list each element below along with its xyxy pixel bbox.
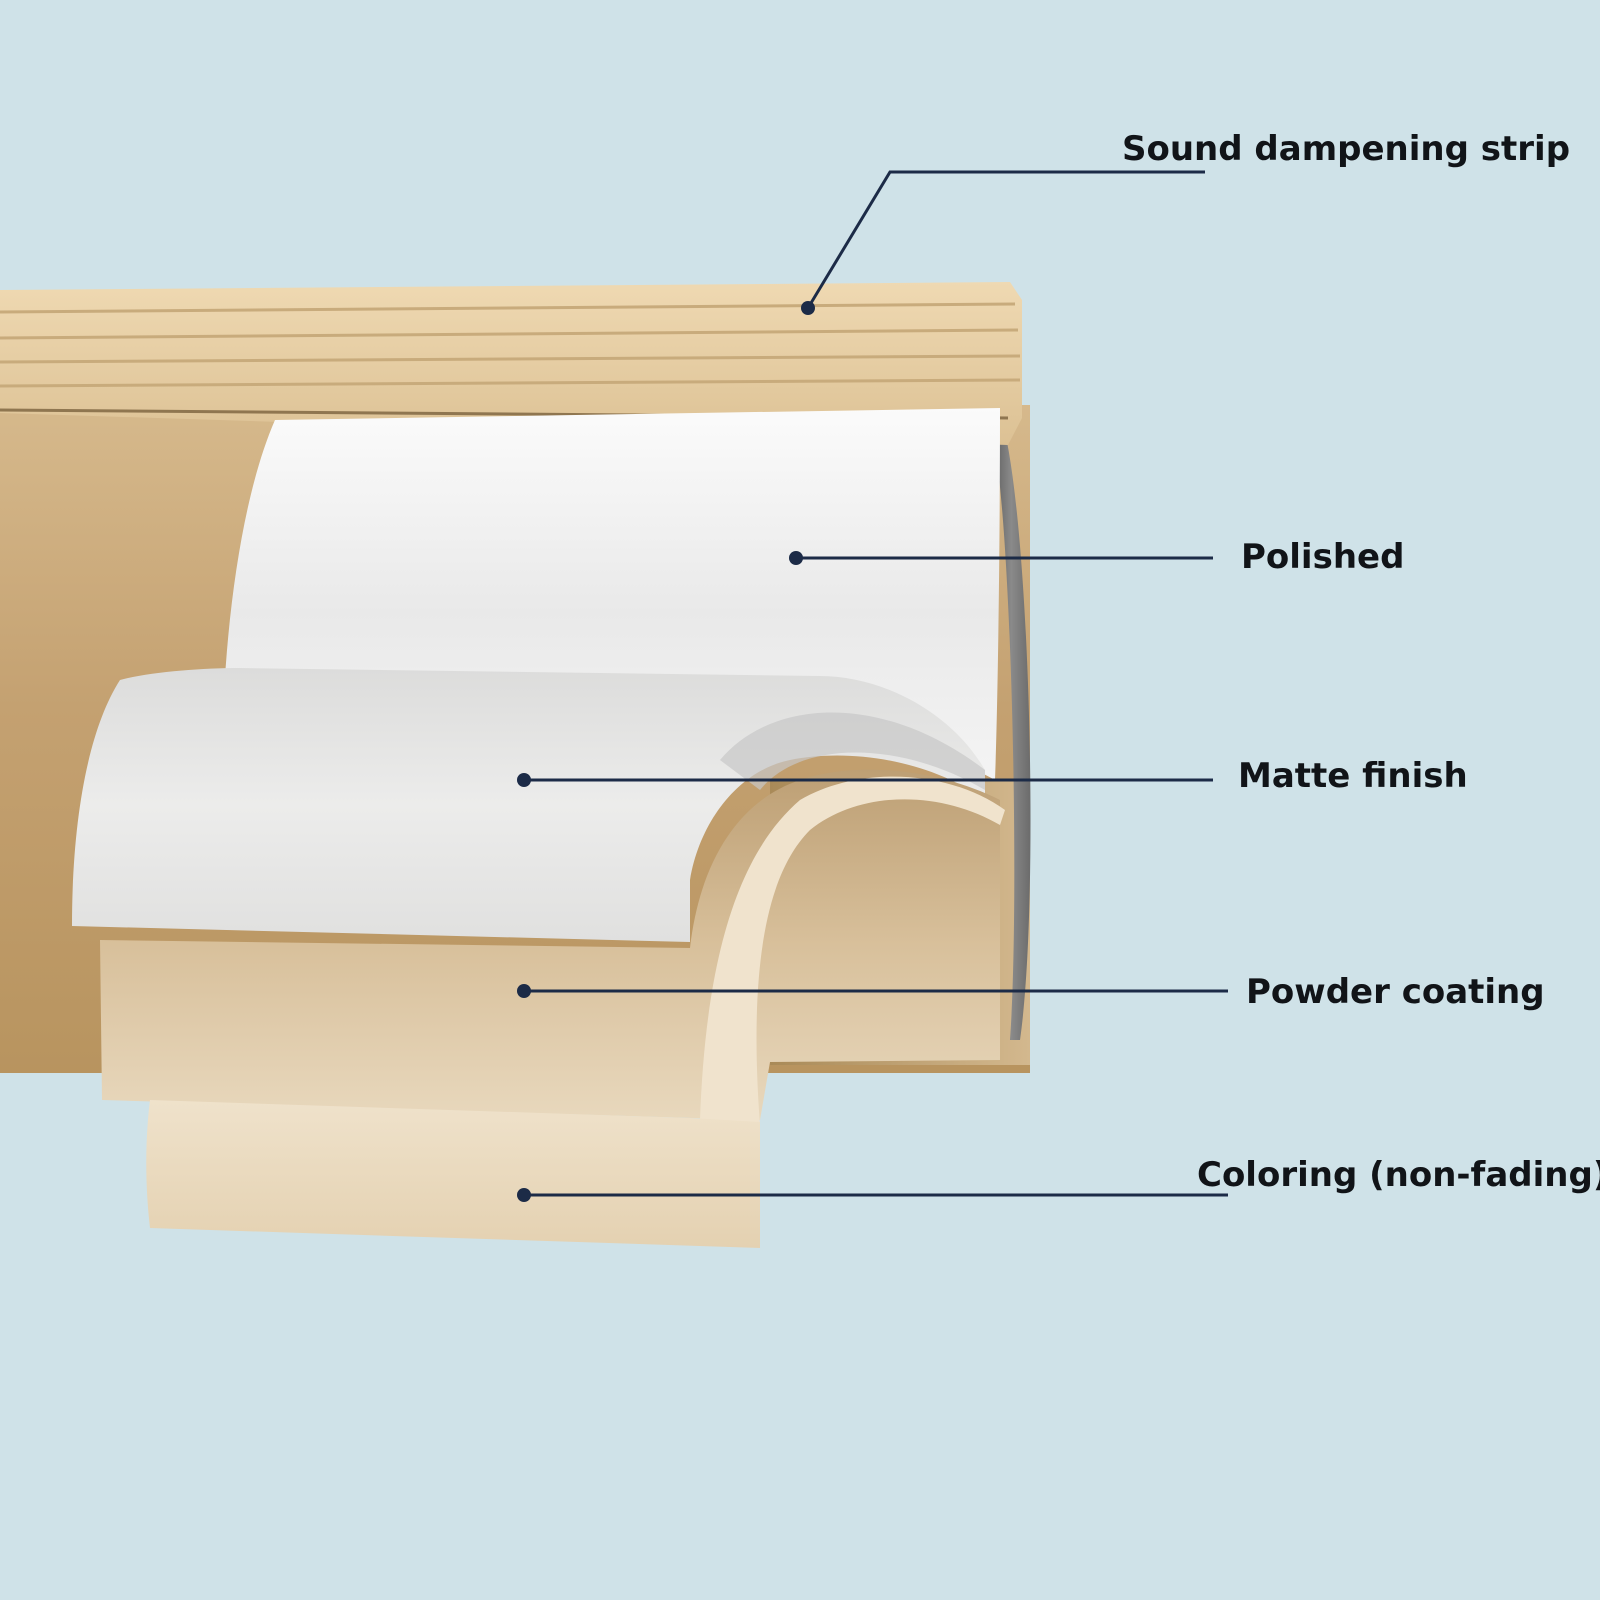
dot-strip xyxy=(801,301,815,315)
label-powder-coating: Powder coating xyxy=(1246,972,1545,1012)
matte-curl-inner xyxy=(720,712,985,790)
label-sound-dampening-strip: Sound dampening strip xyxy=(1122,129,1571,169)
dot-powder xyxy=(517,984,531,998)
leader-lines xyxy=(524,170,1228,1197)
label-coloring: Coloring (non-fading) xyxy=(1197,1155,1600,1195)
label-matte-finish: Matte finish xyxy=(1238,756,1468,796)
leader-line-strip xyxy=(806,170,1205,309)
powder-curl-edge xyxy=(700,776,1005,1125)
callout-dots xyxy=(517,301,815,1202)
dot-polished xyxy=(789,551,803,565)
dot-matte xyxy=(517,773,531,787)
sound-dampening-strip-shape xyxy=(0,282,1022,445)
label-polished: Polished xyxy=(1241,537,1405,577)
dot-coloring xyxy=(517,1188,531,1202)
tube-end-cap xyxy=(992,420,1031,1040)
coloring-layer-shape xyxy=(146,1100,760,1248)
